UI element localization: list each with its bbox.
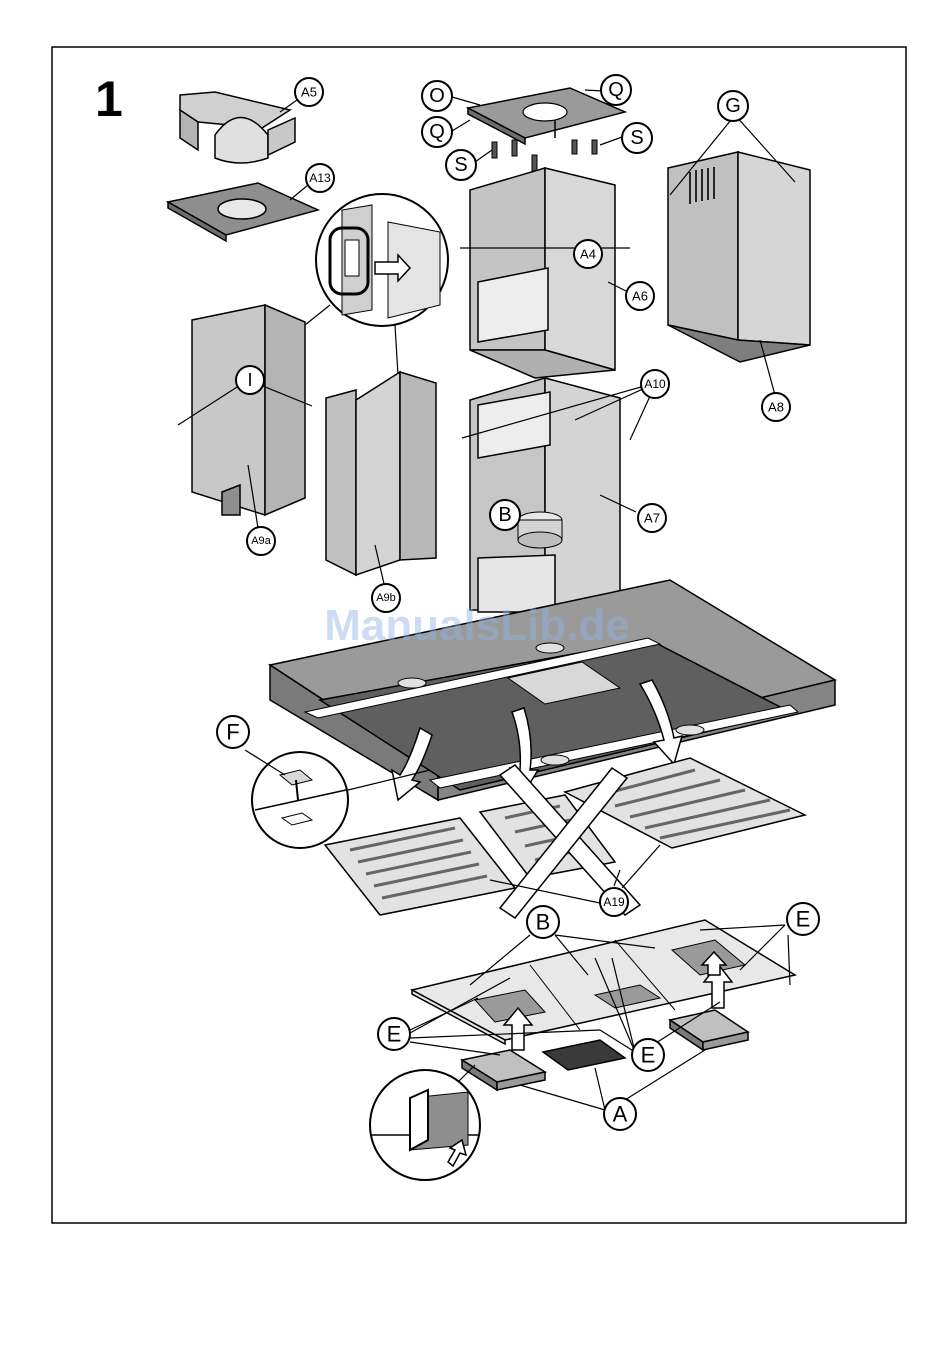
svg-text:S: S	[630, 127, 643, 149]
svg-text:A5: A5	[301, 85, 317, 100]
screws-s	[492, 140, 597, 171]
svg-text:I: I	[247, 370, 252, 390]
callout-i: I	[236, 366, 264, 394]
callout-f: F	[217, 716, 249, 748]
zoom-detail-filter-latch	[252, 752, 348, 848]
ceiling-bracket	[468, 88, 625, 171]
callout-a4: A4	[574, 240, 602, 268]
lower-chimney-cover-a9a	[192, 305, 305, 515]
callout-b-duct: B	[490, 500, 520, 530]
callout-g: G	[718, 91, 748, 121]
lower-chimney-cover-a9b	[326, 372, 436, 575]
callout-e-center: E	[632, 1039, 664, 1071]
callout-a19: A19	[600, 888, 628, 916]
callout-e-left: E	[378, 1018, 410, 1050]
callout-a9a: A9a	[247, 527, 275, 555]
svg-text:Q: Q	[608, 79, 624, 101]
callout-a10: A10	[641, 370, 669, 398]
upper-chimney-frame-a6	[470, 168, 615, 378]
duct-connector-a5	[180, 92, 295, 163]
callout-e-right: E	[787, 903, 819, 935]
upper-chimney-cover-a8	[668, 152, 810, 362]
callout-a5: A5	[295, 78, 323, 106]
callout-o: O	[422, 81, 452, 111]
svg-text:B: B	[498, 504, 511, 526]
lower-chimney-frame-a7	[470, 378, 620, 612]
callout-s-right: S	[622, 123, 652, 153]
svg-text:E: E	[796, 907, 811, 932]
svg-text:A10: A10	[644, 377, 666, 391]
svg-text:A19: A19	[603, 895, 625, 909]
svg-text:G: G	[725, 95, 741, 117]
svg-text:O: O	[429, 85, 445, 107]
callout-a13: A13	[306, 164, 334, 192]
watermark: ManualsLib.de	[324, 601, 630, 650]
svg-text:A: A	[613, 1102, 628, 1127]
callout-q-top: Q	[601, 75, 631, 105]
callout-a6: A6	[626, 282, 654, 310]
callout-a8: A8	[762, 393, 790, 421]
svg-text:B: B	[536, 910, 551, 935]
figure-number: 1	[95, 71, 123, 127]
zoom-detail-clip	[316, 194, 448, 326]
svg-text:A9a: A9a	[251, 535, 271, 547]
plate-a13	[168, 183, 318, 241]
svg-text:E: E	[641, 1043, 656, 1068]
zoom-detail-carbon-filter	[370, 1070, 480, 1180]
svg-text:A6: A6	[632, 289, 648, 304]
svg-text:A13: A13	[309, 171, 331, 185]
svg-text:Q: Q	[429, 121, 445, 143]
svg-text:A7: A7	[644, 511, 660, 526]
callout-q-left: Q	[422, 117, 452, 147]
svg-text:A4: A4	[580, 247, 596, 262]
svg-text:S: S	[454, 154, 467, 176]
svg-text:A8: A8	[768, 400, 784, 415]
callout-s-left: S	[446, 150, 476, 180]
svg-text:E: E	[387, 1022, 402, 1047]
callout-a: A	[604, 1098, 636, 1130]
callout-a7: A7	[638, 504, 666, 532]
svg-text:F: F	[226, 720, 239, 745]
callout-b-panel: B	[527, 906, 559, 938]
